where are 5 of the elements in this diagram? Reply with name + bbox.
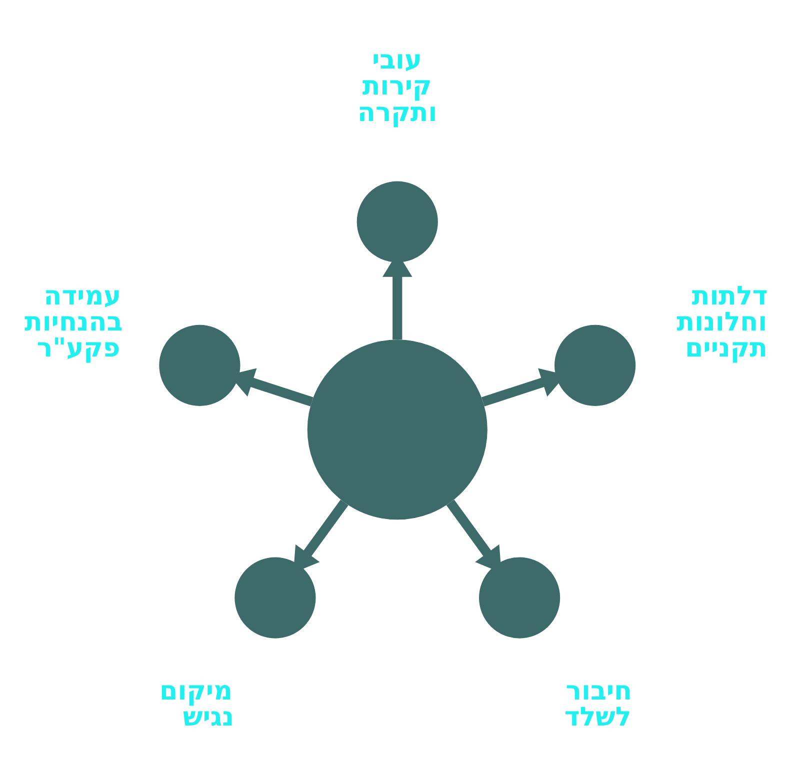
- node-label: חיבור לשלד: [564, 676, 632, 732]
- node-label: מיקום נגיש: [160, 676, 234, 732]
- node-label: עובי קירות ותקרה: [358, 45, 438, 128]
- node-label: עמידה בהנחיות פקע"ר: [24, 280, 123, 364]
- node-label: דלתות וחלונות תקניים: [676, 280, 768, 364]
